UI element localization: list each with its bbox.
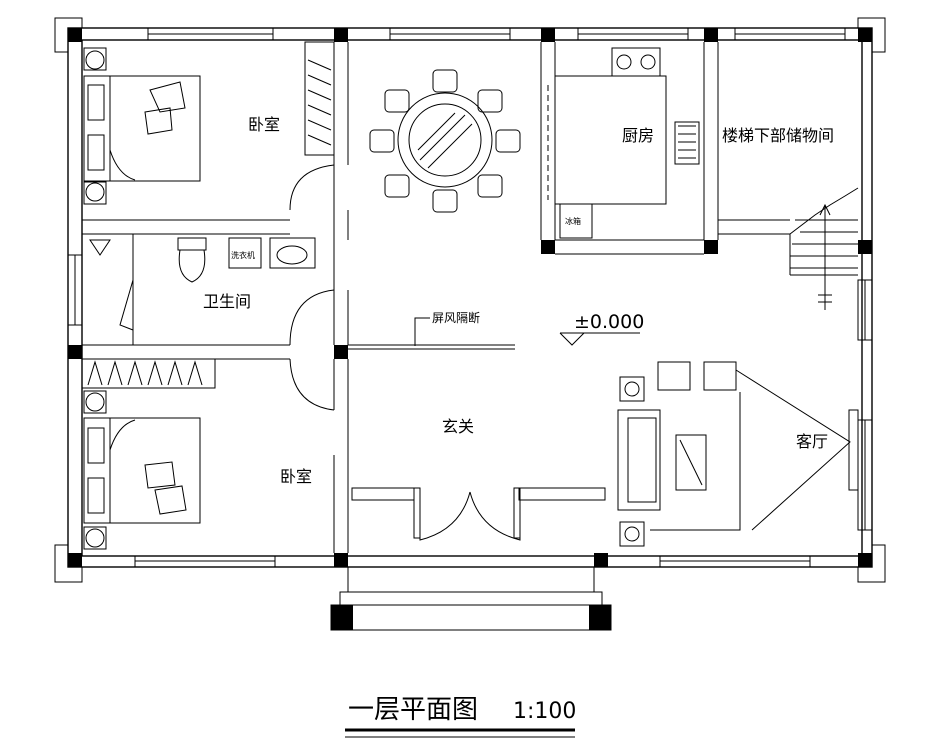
bed-top bbox=[83, 47, 201, 205]
room-label-foyer: 玄关 bbox=[442, 417, 474, 436]
room-label-bathroom: 卫生间 bbox=[203, 292, 251, 311]
room-label-living: 客厅 bbox=[796, 432, 828, 451]
elevation-mark bbox=[559, 332, 640, 346]
room-label-bedroom-top: 卧室 bbox=[248, 115, 280, 134]
wardrobe-top bbox=[304, 41, 335, 156]
outer-walls bbox=[54, 17, 886, 583]
room-label-stair-storage: 楼梯下部储物间 bbox=[722, 126, 834, 145]
fridge-label: 冰箱 bbox=[565, 216, 581, 226]
room-label-bedroom-bottom: 卧室 bbox=[280, 467, 312, 486]
room-label-kitchen: 厨房 bbox=[622, 126, 654, 145]
kitchen-counter bbox=[547, 47, 700, 239]
partition-leader bbox=[414, 317, 430, 346]
interior-walls bbox=[82, 42, 790, 553]
wardrobe-bottom bbox=[81, 358, 216, 389]
bed-bottom bbox=[83, 390, 201, 550]
doors bbox=[119, 164, 606, 541]
living-room-furniture bbox=[617, 361, 851, 547]
elevation-label: ±0.000 bbox=[574, 311, 644, 333]
columns bbox=[68, 28, 872, 630]
washer-label: 洗衣机 bbox=[231, 250, 255, 260]
dining-table bbox=[369, 69, 521, 213]
partition-label: 屏风隔断 bbox=[432, 310, 480, 325]
staircase bbox=[789, 187, 859, 310]
entry-steps bbox=[330, 566, 612, 631]
plan-scale: 1:100 bbox=[513, 699, 576, 724]
title-underline bbox=[345, 728, 575, 738]
bathroom-fixtures bbox=[89, 237, 316, 283]
plan-title: 一层平面图 bbox=[348, 695, 478, 725]
